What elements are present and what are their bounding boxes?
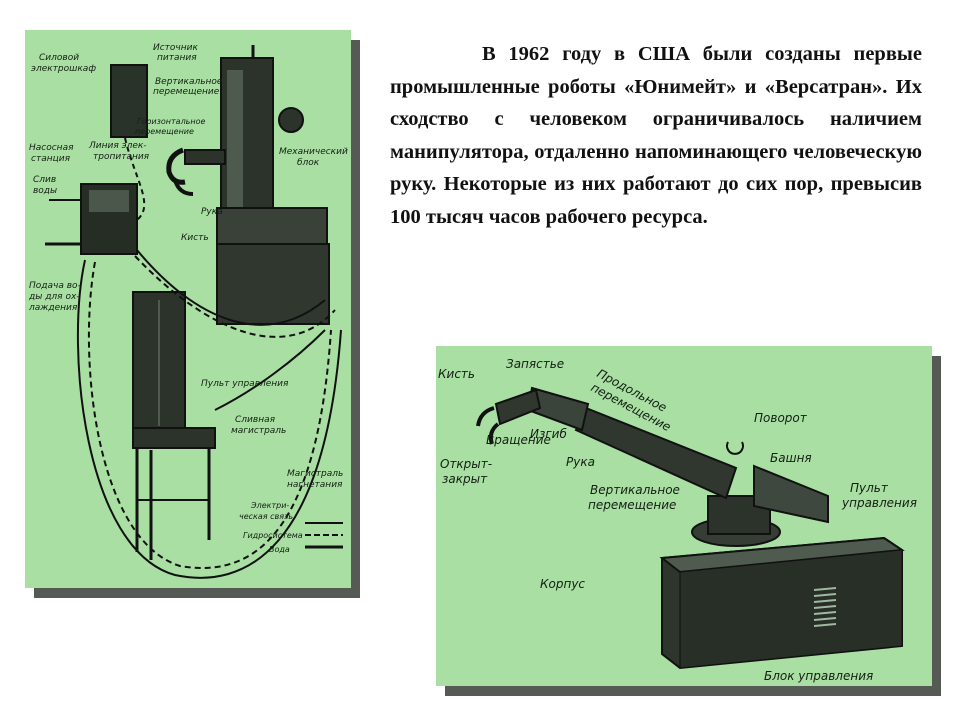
label-rotation: Вращение	[486, 433, 551, 447]
label-power-line-1: Линия элек-	[88, 141, 147, 151]
unimate-diagram: Силовой электрошкаф Источник питания Вер…	[28, 43, 348, 579]
rotation-arrow	[726, 441, 744, 455]
label-drain-1: Слив	[33, 175, 56, 185]
label-mech-block-2: блок	[297, 158, 320, 168]
label-power-cabinet-1: Силовой	[39, 53, 79, 63]
label-tower: Башня	[770, 451, 812, 465]
label-open-close-1: Открыт-	[440, 457, 492, 471]
label-pressure-main-2: нагнетания	[287, 480, 343, 490]
label-drain-2: воды	[33, 186, 57, 196]
label-pressure-main-1: Магистраль	[287, 469, 343, 479]
vent-grille	[813, 587, 837, 627]
label-power-line-2: тропитания	[93, 152, 150, 162]
label-body: Корпус	[540, 577, 585, 591]
label-pump-2: станция	[31, 154, 71, 164]
label-control-panel: Пульт управления	[201, 379, 289, 389]
label-horizontal-1: Горизонтальное	[137, 117, 206, 126]
label-arm: Рука	[566, 455, 595, 469]
label-water-supply-3: лаждения	[28, 303, 78, 313]
pump-station	[45, 183, 138, 255]
label-wrist-joint: Запястье	[506, 357, 564, 371]
label-vertical-2: перемещение	[588, 498, 676, 512]
robot-arm	[476, 386, 738, 500]
legend-hydraulic: Гидросистема	[243, 531, 303, 540]
robot-tower	[691, 464, 829, 547]
label-horizontal-2: перемещение	[135, 127, 194, 136]
label-drain-main-2: магистраль	[231, 426, 286, 436]
label-pump-1: Насосная	[29, 143, 74, 153]
label-bend: Изгиб	[530, 427, 567, 441]
label-power-source-2: питания	[157, 53, 197, 63]
right-figure: Кисть Запястье Продольное перемещение Из…	[436, 346, 932, 686]
legend-electric-2: ческая связь	[239, 512, 293, 521]
label-control-block: Блок управления	[764, 669, 873, 683]
slide-paragraph: В 1962 году в США были созданы первые пр…	[390, 43, 922, 228]
label-panel-2: управления	[841, 496, 917, 510]
label-drain-main-1: Сливная	[235, 415, 276, 425]
power-cabinet	[110, 64, 148, 138]
label-power-source-1: Источник	[153, 43, 198, 53]
label-vertical-1: Вертикальное	[155, 77, 223, 87]
robot-arm	[166, 147, 226, 196]
label-wrist: Кисть	[181, 233, 209, 243]
label-mech-block-1: Механический	[279, 147, 348, 157]
versatran-diagram: Кисть Запястье Продольное перемещение Из…	[438, 357, 917, 683]
control-cabinet	[132, 291, 216, 560]
label-hand: Рука	[201, 207, 223, 217]
label-water-supply-1: Подача во-	[29, 281, 81, 291]
left-figure: Силовой электрошкаф Источник питания Вер…	[25, 30, 351, 588]
label-hand-tip: Кисть	[438, 367, 475, 381]
robot-body	[659, 536, 905, 670]
label-water-supply-2: ды для ох-	[28, 292, 80, 302]
connection-lines	[76, 137, 342, 579]
label-turn: Поворот	[754, 411, 808, 425]
legend-electric-1: Электри-	[250, 501, 289, 510]
label-vertical-1: Вертикальное	[590, 483, 680, 497]
label-panel-1: Пульт	[850, 481, 889, 495]
legend-water: Вода	[269, 545, 290, 554]
label-open-close-2: закрыт	[442, 472, 488, 486]
robot-tower	[216, 45, 330, 325]
legend-lines	[305, 522, 343, 549]
label-vertical-2: перемещение	[153, 87, 220, 97]
label-power-cabinet-2: электрошкаф	[31, 64, 96, 74]
